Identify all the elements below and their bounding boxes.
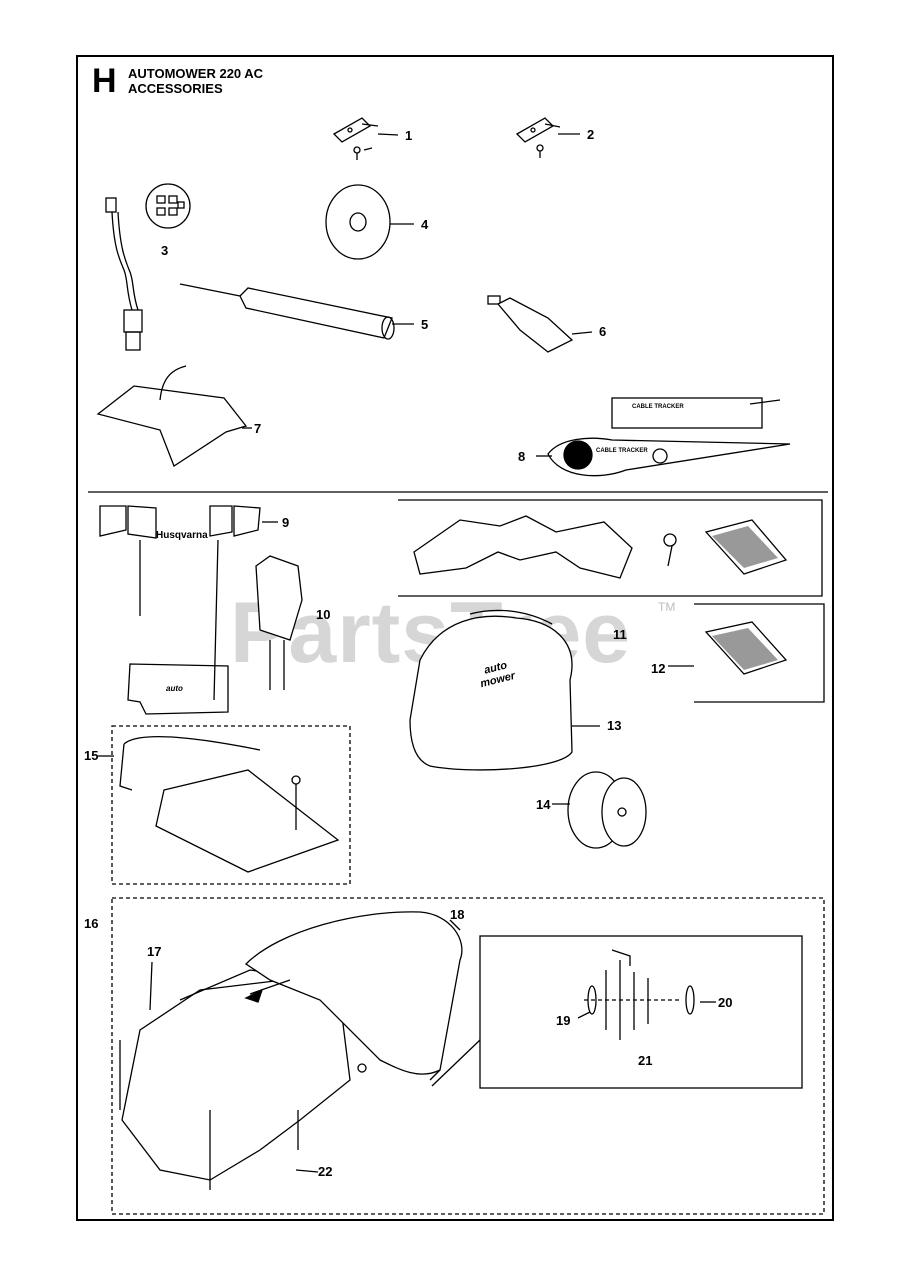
part-15-board-panel [98,725,351,885]
callout-5: 5 [421,317,429,332]
part-2-blade [515,117,580,158]
panel-12 [668,603,825,703]
part-16-housing-panel [111,897,825,1215]
part-3-cable [105,183,191,351]
part-14-wheel [552,771,647,849]
part-1-blade [332,117,399,160]
plate-label: auto [166,684,183,693]
callout-14: 14 [536,797,551,812]
callout-21: 21 [638,1053,653,1068]
callout-12: 12 [651,661,666,676]
callout-20: 20 [718,995,733,1010]
kit-panel [398,499,823,597]
callout-17: 17 [147,944,162,959]
watermark-tm: TM [658,600,676,614]
callout-6: 6 [599,324,607,339]
hinge-detail-panel [431,935,803,1089]
callout-11: 11 [613,627,627,642]
part-5-sealant-tube [179,283,414,340]
part-4-disc [325,184,414,260]
callout-15: 15 [84,748,99,763]
callout-8: 8 [518,449,526,464]
callout-19: 19 [556,1013,571,1028]
callout-1: 1 [405,128,413,143]
page-title: AUTOMOWER 220 AC ACCESSORIES [128,66,263,96]
diagram-frame [76,55,834,1221]
part-10-plug [255,555,303,690]
tracker-label-1: CABLE TRACKER [632,404,684,410]
part-9-wall-plate [99,505,278,715]
callout-3: 3 [161,243,169,258]
callout-22: 22 [318,1164,333,1179]
callout-4: 4 [421,217,429,232]
callout-9: 9 [282,515,290,530]
section-letter: H [92,62,117,100]
callout-16: 16 [84,916,99,931]
part-7-charge-plate [96,365,252,467]
brand-label: Husqvarna [156,530,208,541]
callout-18: 18 [450,907,465,922]
callout-2: 2 [587,127,595,142]
callout-13: 13 [607,718,622,733]
callout-10: 10 [316,607,331,622]
part-6-grease-tube [487,295,593,353]
callout-7: 7 [254,421,262,436]
title-line-1: AUTOMOWER 220 AC [128,66,264,81]
title-line-2: ACCESSORIES [128,81,223,96]
part-13-bag [409,609,600,771]
tracker-label-2: CABLE TRACKER [596,448,648,454]
part-8-cable-tracker [536,397,791,477]
